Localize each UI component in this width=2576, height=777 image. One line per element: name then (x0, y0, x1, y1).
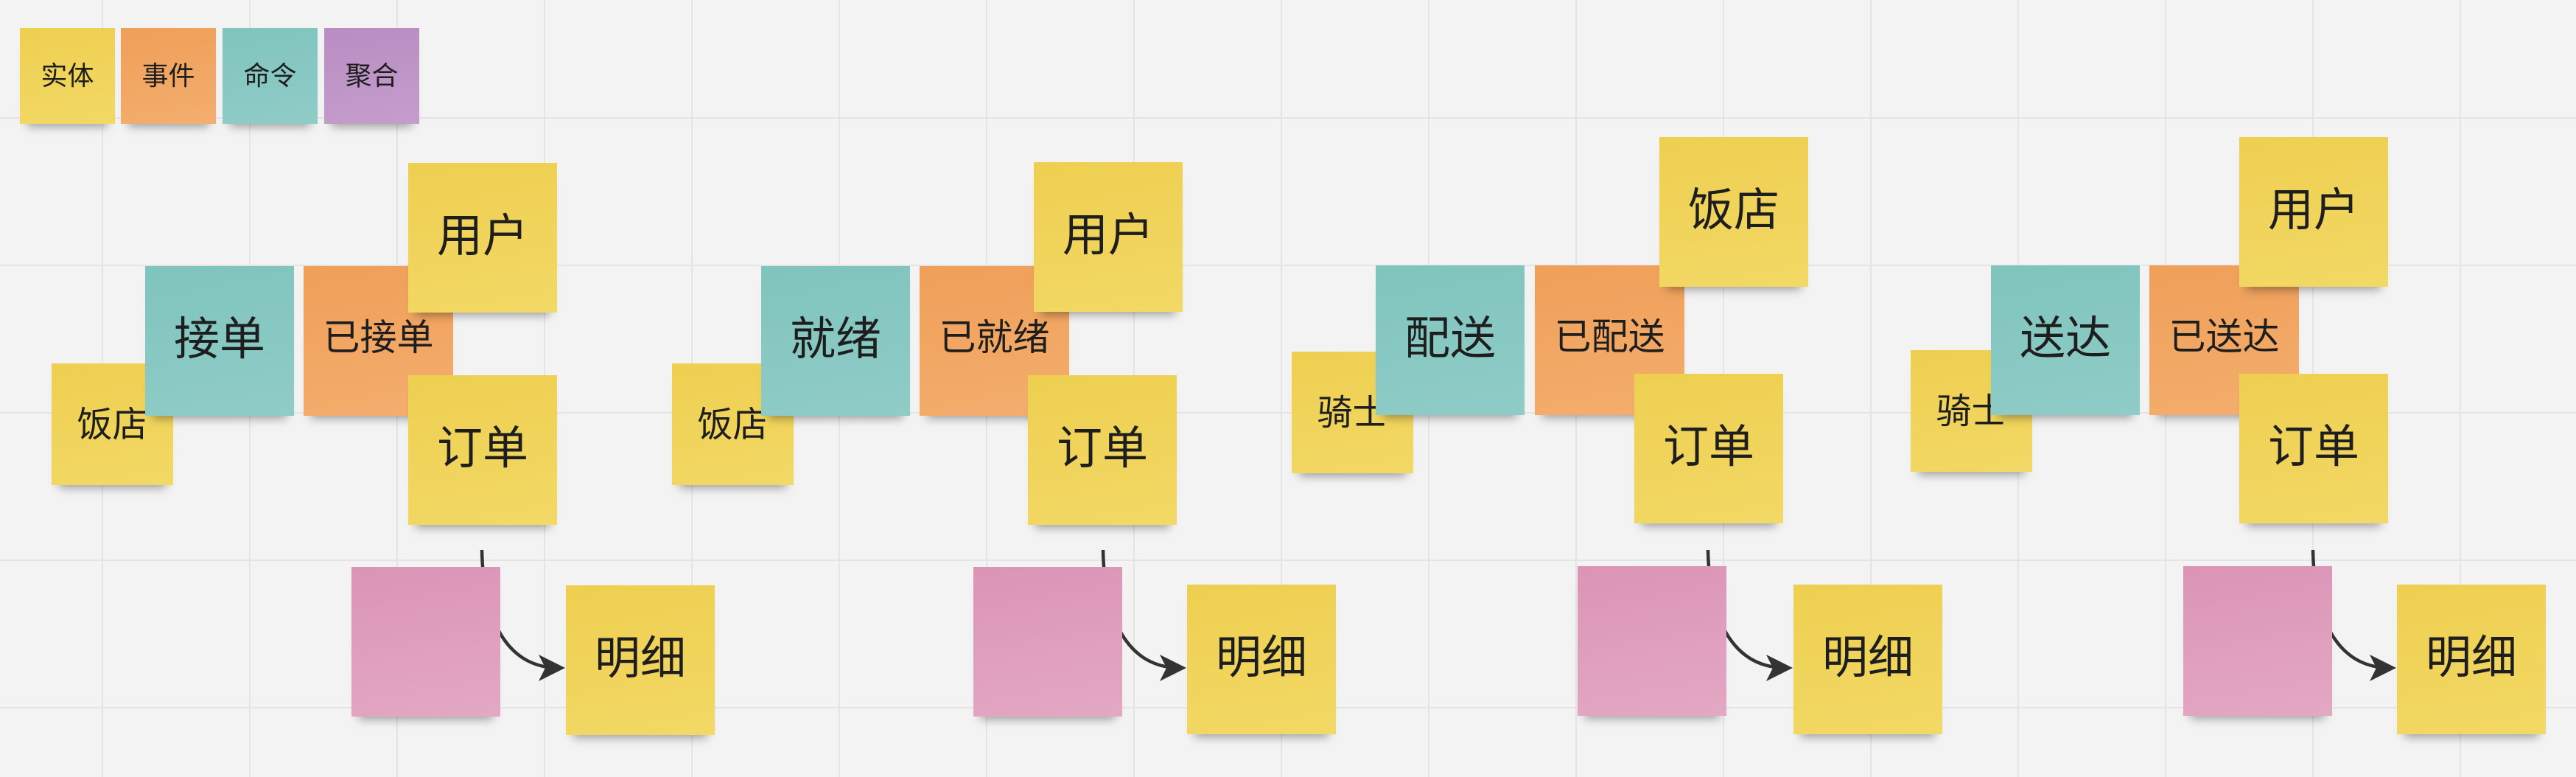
entity-note[interactable]: 用户 (408, 163, 557, 313)
note-label: 订单 (436, 420, 528, 475)
order-note[interactable]: 订单 (2239, 374, 2388, 523)
note-label: 送达 (2019, 310, 2111, 365)
note-label: 订单 (2267, 419, 2359, 473)
entity-note[interactable]: 饭店 (1659, 137, 1808, 287)
entity-note[interactable]: 用户 (1034, 162, 1183, 312)
legend-aggregate[interactable]: 聚合 (324, 28, 419, 124)
note-label: 用户 (436, 208, 528, 262)
note-label: 接单 (173, 311, 265, 366)
note-label: 饭店 (1687, 182, 1779, 237)
legend-label: 命令 (243, 61, 297, 91)
legend-event[interactable]: 事件 (121, 28, 216, 124)
note-label: 明细 (1821, 630, 1914, 684)
detail-note[interactable]: 明细 (2397, 585, 2546, 734)
note-label: 用户 (1062, 207, 1154, 262)
note-label: 配送 (1404, 310, 1496, 365)
aggregate-blank-note[interactable] (973, 567, 1122, 717)
aggregate-blank-note[interactable] (1578, 566, 1726, 716)
legend-entity[interactable]: 实体 (20, 28, 115, 124)
detail-note[interactable]: 明细 (1793, 585, 1942, 734)
note-label: 饭店 (77, 403, 148, 445)
aggregate-blank-note[interactable] (351, 567, 500, 717)
event-note[interactable]: 已配送 (1535, 265, 1684, 415)
note-label: 订单 (1662, 419, 1754, 473)
command-note[interactable]: 配送 (1376, 265, 1525, 415)
order-note[interactable]: 订单 (1634, 374, 1783, 523)
note-label: 饭店 (697, 403, 769, 445)
note-label: 明细 (1215, 630, 1307, 684)
command-note[interactable]: 接单 (145, 266, 294, 416)
order-note[interactable]: 订单 (408, 375, 557, 525)
note-label: 用户 (2267, 182, 2359, 237)
command-note[interactable]: 就绪 (761, 266, 910, 416)
note-label: 明细 (2425, 630, 2517, 684)
note-label: 订单 (1056, 420, 1148, 475)
note-label: 明细 (594, 630, 686, 685)
command-note[interactable]: 送达 (1991, 265, 2140, 415)
aggregate-blank-note[interactable] (2183, 566, 2332, 716)
order-note[interactable]: 订单 (1028, 375, 1177, 525)
legend-command[interactable]: 命令 (223, 28, 318, 124)
detail-note[interactable]: 明细 (566, 585, 715, 735)
legend-label: 事件 (141, 61, 195, 91)
note-label: 已送达 (2169, 315, 2280, 358)
legend-label: 聚合 (345, 61, 399, 91)
note-label: 就绪 (789, 311, 881, 366)
entity-note[interactable]: 用户 (2239, 137, 2388, 287)
legend-label: 实体 (41, 61, 94, 91)
note-label: 已配送 (1554, 315, 1665, 358)
detail-note[interactable]: 明细 (1187, 585, 1336, 734)
note-label: 已就绪 (939, 316, 1050, 359)
note-label: 已接单 (323, 316, 434, 359)
